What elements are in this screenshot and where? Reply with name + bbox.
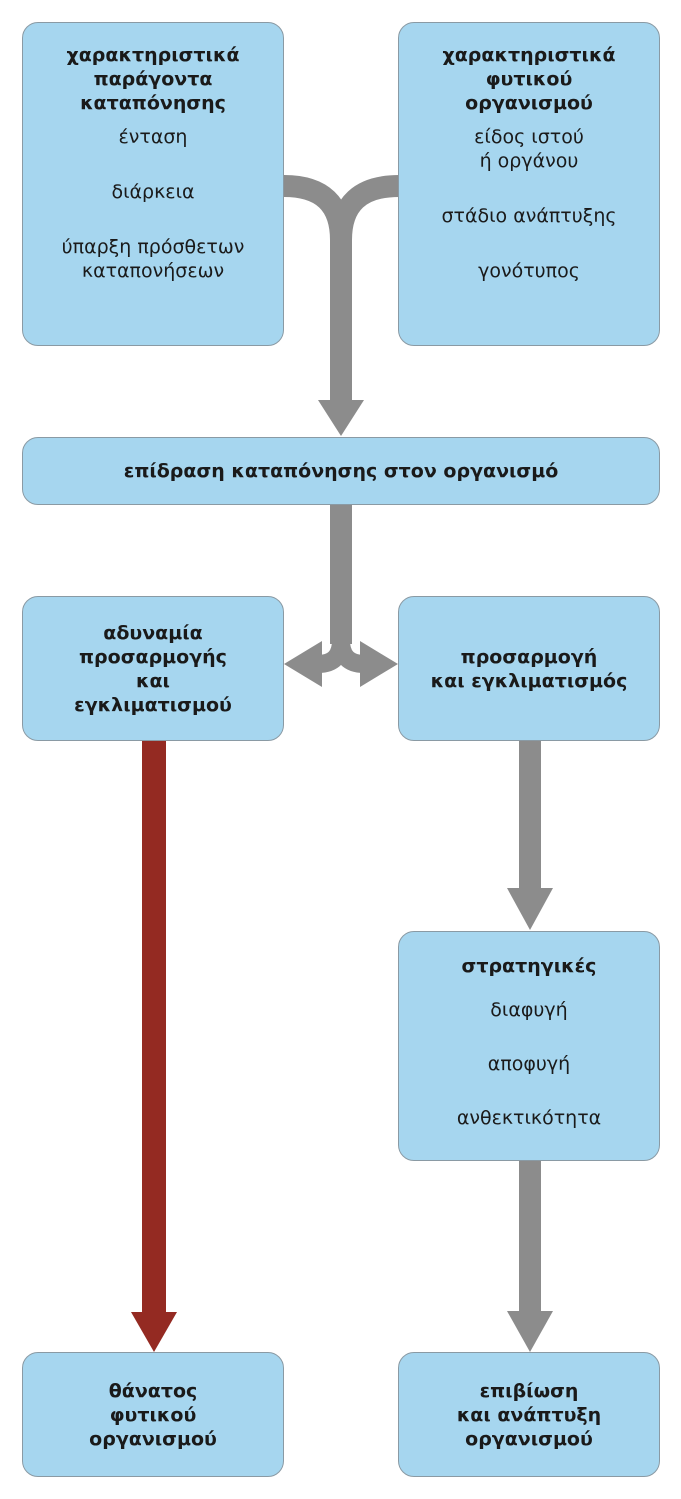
adaptation-arrow-shaft [519,740,541,890]
inability-title: αδυναμία προσαρμογής και εγκλιματισμού [74,621,232,716]
stress-factor-duration: διάρκεια [111,181,195,203]
merge-arrow-head [318,400,364,436]
organism-tissue-type: είδος ιστού ή οργάνου [474,126,584,172]
stress-factor-box: χαρακτηριστικά παράγοντα καταπόνησης έντ… [22,22,284,346]
strategy-avoidance: αποφυγή [487,1053,571,1075]
death-box: θάνατος φυτικού οργανισμού [22,1352,284,1477]
strategies-title: στρατηγικές [461,955,597,977]
adaptation-box: προσαρμογή και εγκλιματισμός [398,596,660,741]
inability-box: αδυναμία προσαρμογής και εγκλιματισμού [22,596,284,741]
strategies-box: στρατηγικές διαφυγή αποφυγή ανθεκτικότητ… [398,931,660,1161]
death-arrow-shaft [142,740,166,1314]
merge-arrow-right [330,175,400,241]
strategies-arrow-shaft [519,1160,541,1313]
survival-box: επιβίωση και ανάπτυξη οργανισμού [398,1352,660,1477]
death-arrow-head [131,1312,177,1352]
organism-development-stage: στάδιο ανάπτυξης [441,205,617,227]
split-arrow-shaft [330,504,352,644]
strategies-arrow-head [507,1311,553,1352]
death-title: θάνατος φυτικού οργανισμού [89,1379,217,1450]
survival-title: επιβίωση και ανάπτυξη οργανισμού [456,1379,602,1450]
organism-genotype: γονότυπος [478,260,580,282]
adaptation-arrow-head [507,888,553,930]
stress-factor-title: χαρακτηριστικά παράγοντα καταπόνησης [66,44,240,114]
split-arrow-left-head [284,641,322,687]
stress-factor-additional: ύπαρξη πρόσθετων καταπονήσεων [61,236,245,282]
organism-characteristics-title: χαρακτηριστικά φυτικού οργανισμού [442,44,616,114]
stress-effect-box: επίδραση καταπόνησης στον οργανισμό [22,437,660,505]
merge-arrow-shaft [330,236,352,402]
organism-characteristics-box: χαρακτηριστικά φυτικού οργανισμού είδος … [398,22,660,346]
adaptation-title: προσαρμογή και εγκλιματισμός [430,645,628,692]
split-arrow-right-head [360,641,398,687]
strategy-tolerance: ανθεκτικότητα [456,1107,602,1129]
strategy-escape: διαφυγή [490,999,568,1021]
stress-effect-title: επίδραση καταπόνησης στον οργανισμό [123,460,559,482]
stress-factor-intensity: ένταση [118,126,188,148]
